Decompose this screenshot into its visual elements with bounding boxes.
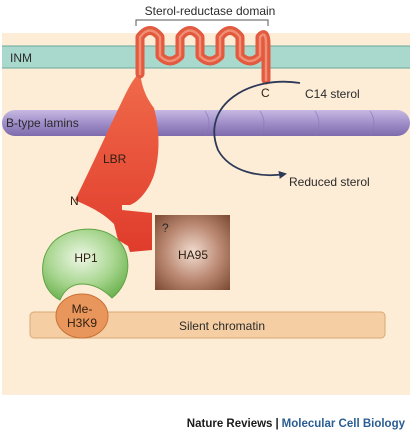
hp1-protein [42,228,129,301]
lbr-protein [75,72,159,252]
me-h3k9 [55,293,109,339]
lamin-filament [2,110,410,136]
reaction-arrow [213,80,301,179]
c14-sterol-label: C14 sterol [305,87,360,101]
figure-credit: Nature Reviews|Molecular Cell Biology [0,418,405,430]
ha95-label: HA95 [178,248,208,262]
chromatin-label: Silent chromatin [179,319,265,333]
ha95-protein [155,215,230,290]
lamins-label: B-type lamins [6,116,79,130]
c-terminus-label: C [261,86,270,100]
domain-label: Sterol-reductase domain [145,4,276,18]
lbr-label: LBR [103,152,127,166]
me-label: Me- [72,302,93,316]
journal-name: Molecular Cell Biology [281,418,405,430]
silent-chromatin [29,311,386,339]
question-mark: ? [162,221,169,235]
transmembrane-loops-highlight [138,29,268,82]
domain-bracket [135,19,269,26]
hp1-label: HP1 [74,251,98,265]
inm-label: INM [10,51,32,65]
reduced-sterol-label: Reduced sterol [289,175,370,189]
publisher-name: Nature Reviews [186,418,273,430]
h3k9-label: H3K9 [67,316,97,330]
credit-separator: | [275,418,279,430]
n-terminus-label: N [70,194,79,208]
